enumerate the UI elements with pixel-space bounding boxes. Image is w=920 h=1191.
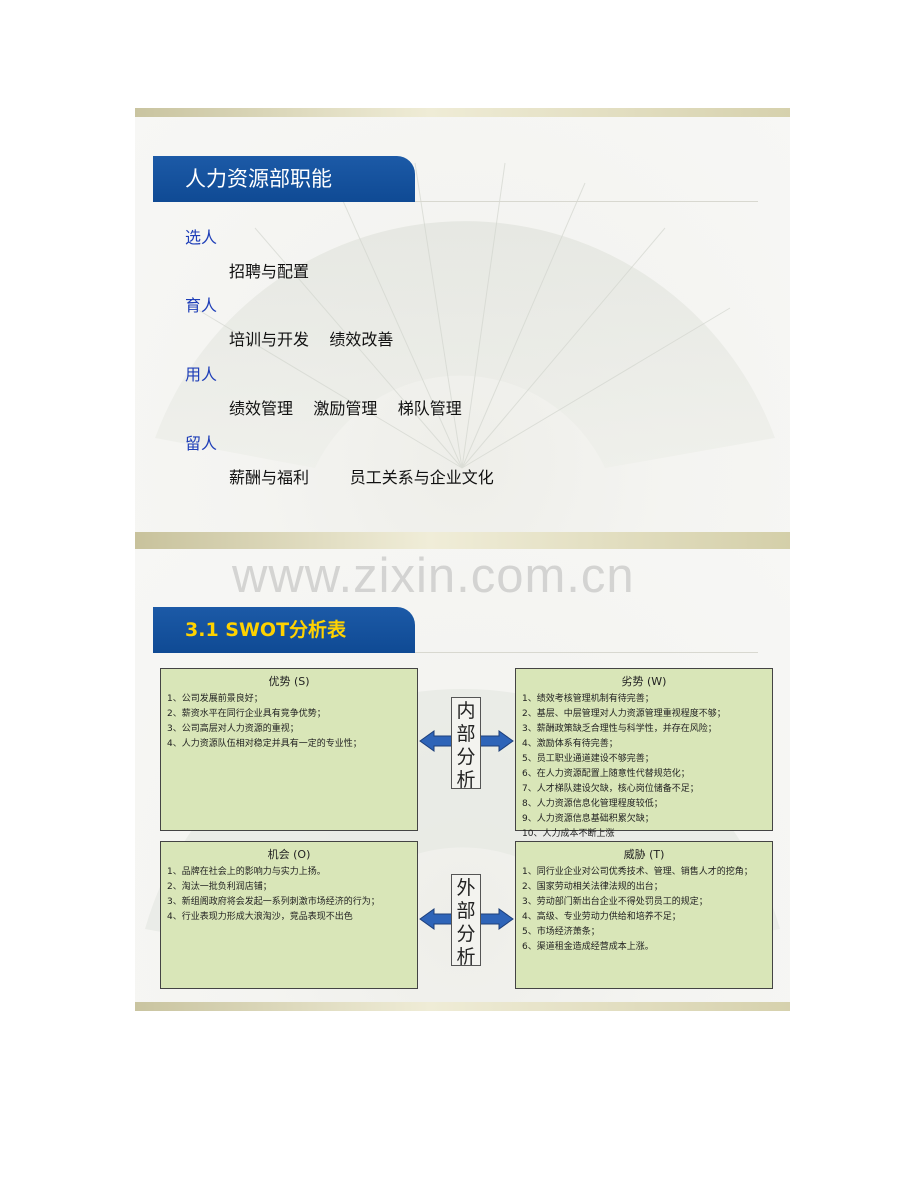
list-item: 10、人力成本不断上涨 (522, 829, 615, 839)
list-item: 3、新组阁政府将会发起一系列刺激市场经济的行为； (167, 897, 380, 907)
label-char: 部 (456, 900, 476, 922)
list-item: 7、人才梯队建设欠缺，核心岗位储备不足； (522, 784, 699, 794)
list-item: 3、劳动部门新出台企业不得处罚员工的规定； (522, 897, 708, 907)
list-item: 1、品牌在社会上的影响力与实力上扬。 (167, 867, 326, 877)
list-item: 9、人力资源信息基础积累欠缺； (522, 814, 654, 824)
slide-top-bar (135, 108, 790, 117)
items-use: 绩效管理 激励管理 梯队管理 (229, 399, 462, 418)
slide-bottom-bar (135, 1002, 790, 1011)
swot-weaknesses-box: 劣势 (W) 1、绩效考核管理机制有待完善； 2、基层、中层管理对人力资源管理重… (515, 668, 773, 839)
slide-hr-functions: 人力资源部职能 选人 招聘与配置 育人 培训与开发 绩效改善 用人 绩效管理 激… (135, 108, 790, 549)
items-develop: 培训与开发 绩效改善 (229, 330, 394, 349)
swot-threats-box: 威胁 (T) 1、同行业企业对公司优秀技术、管理、销售人才的挖角； 2、国家劳动… (515, 841, 773, 989)
label-char: 分 (456, 923, 476, 945)
label-char: 析 (456, 769, 476, 791)
strengths-header: 优势 (S) (268, 675, 310, 688)
category-retain: 留人 (185, 434, 218, 453)
title-underline (415, 201, 758, 202)
list-item: 2、淘汰一批负利润店铺； (167, 882, 272, 892)
swot-opportunities-box: 机会 (O) 1、品牌在社会上的影响力与实力上扬。 2、淘汰一批负利润店铺； 3… (160, 841, 418, 989)
category-use: 用人 (185, 365, 218, 384)
threats-header: 威胁 (T) (623, 848, 665, 861)
internal-analysis-label: 内 部 分 析 (451, 697, 481, 791)
list-item: 1、公司发展前景良好； (167, 694, 263, 704)
list-item: 5、市场经济萧条； (522, 927, 600, 937)
label-char: 部 (456, 723, 476, 745)
list-item: 2、薪资水平在同行企业具有竞争优势； (167, 709, 326, 719)
label-char: 外 (456, 877, 476, 899)
fan-decoration (155, 162, 775, 469)
list-item: 2、国家劳动相关法律法规的出台； (522, 882, 663, 892)
list-item: 4、高级、专业劳动力供给和培养不足； (522, 912, 681, 922)
category-select: 选人 (185, 228, 218, 247)
list-item: 1、同行业企业对公司优秀技术、管理、销售人才的挖角； (522, 867, 753, 877)
items-retain: 薪酬与福利 员工关系与企业文化 (229, 468, 494, 487)
list-item: 8、人力资源信息化管理程度较低； (522, 799, 663, 809)
list-item: 2、基层、中层管理对人力资源管理重视程度不够； (522, 709, 726, 719)
slide-bottom-bar (135, 532, 790, 549)
opportunities-header: 机会 (O) (267, 848, 311, 861)
swot-strengths-box: 优势 (S) 1、公司发展前景良好； 2、薪资水平在同行企业具有竞争优势； 3、… (160, 668, 418, 831)
page-title: 3.1 SWOT分析表 (153, 607, 415, 653)
slide-swot: 3.1 SWOT分析表 优势 (S) 1、公司发展前景良好； 2、薪资水平在同行… (135, 549, 790, 1011)
watermark: www.zixin.com.cn (232, 549, 635, 603)
weaknesses-header: 劣势 (W) (621, 675, 667, 688)
list-item: 6、在人力资源配置上随意性代替规范化； (522, 769, 690, 779)
list-item: 3、公司高层对人力资源的重视； (167, 724, 299, 734)
list-item: 4、激励体系有待完善； (522, 739, 618, 749)
list-item: 3、薪酬政策缺乏合理性与科学性，并存在风险； (522, 724, 717, 734)
list-item: 6、渠道租金造成经营成本上涨。 (522, 942, 654, 952)
page-title: 人力资源部职能 (153, 156, 415, 202)
category-develop: 育人 (185, 296, 218, 315)
title-underline (415, 652, 758, 653)
external-analysis-label: 外 部 分 析 (451, 874, 481, 968)
list-item: 5、员工职业通道建设不够完善； (522, 754, 654, 764)
list-item: 4、人力资源队伍相对稳定并具有一定的专业性； (167, 739, 362, 749)
list-item: 1、绩效考核管理机制有待完善； (522, 694, 654, 704)
list-item: 4、行业表现力形成大浪淘沙，竞品表现不出色 (167, 912, 353, 922)
label-char: 分 (456, 746, 476, 768)
label-char: 内 (456, 700, 476, 722)
label-char: 析 (456, 946, 476, 968)
items-select: 招聘与配置 (229, 262, 310, 281)
